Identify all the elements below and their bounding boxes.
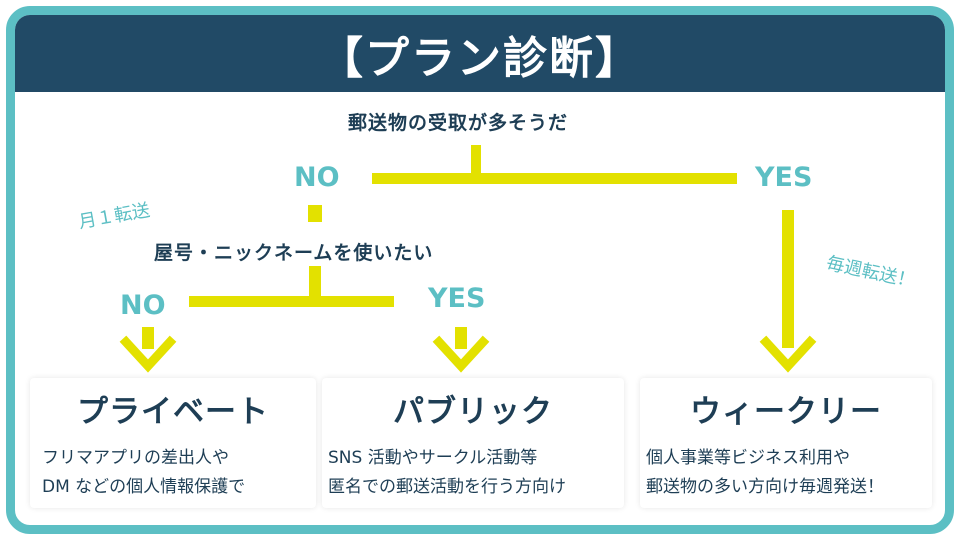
q1-branch-line [372,173,737,184]
plan-desc-weekly-line2: 郵送物の多い方向け毎週発送！ [646,477,884,497]
plan-name-weekly: ウィークリー [690,394,882,430]
q1-yes-label: YES [755,162,813,193]
arrow-down-icon-private [119,335,177,373]
plan-card-public: パブリック SNS 活動やサークル活動等 匿名での郵送活動を行う方向け [322,378,624,508]
question-mail-volume: 郵送物の受取が多そうだ [348,112,569,134]
arrow-down-icon-public [432,335,490,373]
q2-stem-line [309,266,321,297]
q1-yes-arrow-shaft [782,210,794,348]
plan-card-weekly: ウィークリー 個人事業等ビジネス利用や 郵送物の多い方向け毎週発送！ [640,378,932,508]
page-title: 【プラン診断】 [319,32,641,84]
plan-desc-private-line2: DM などの個人情報保護で [42,477,246,497]
plan-desc-public: SNS 活動やサークル活動等 匿名での郵送活動を行う方向け [328,444,566,502]
plan-desc-weekly: 個人事業等ビジネス利用や 郵送物の多い方向け毎週発送！ [646,444,884,502]
plan-desc-private: フリマアプリの差出人や DM などの個人情報保護で [42,444,245,502]
plan-desc-public-line2: 匿名での郵送活動を行う方向け [328,477,566,497]
plan-card-private: プライベート フリマアプリの差出人や DM などの個人情報保護で [30,378,316,508]
q1-no-label: NO [294,162,340,193]
q2-branch-line [189,296,394,307]
plan-name-public: パブリック [393,394,553,430]
header-bar: 【プラン診断】 [15,15,945,92]
q1-no-connector [308,205,322,222]
plan-name-private: プライベート [77,394,269,430]
q2-no-arrow-shaft [142,327,154,349]
q1-stem-line [471,145,481,173]
plan-desc-private-line1: フリマアプリの差出人や [42,448,229,468]
q2-yes-arrow-shaft [455,327,467,349]
q2-no-label: NO [120,290,166,321]
question-trade-name: 屋号・ニックネームを使いたい [154,242,434,264]
plan-desc-public-line1: SNS 活動やサークル活動等 [328,448,538,468]
arrow-down-icon-weekly [759,335,817,373]
q2-yes-label: YES [428,283,486,314]
plan-desc-weekly-line1: 個人事業等ビジネス利用や [646,448,850,468]
